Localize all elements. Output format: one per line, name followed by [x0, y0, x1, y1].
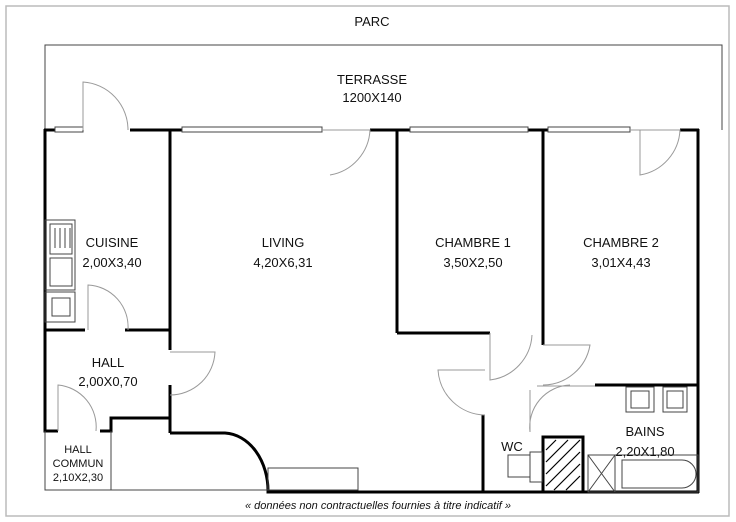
- interior-walls: [43, 129, 700, 494]
- label-cuisine-size: 2,00X3,40: [82, 255, 141, 270]
- disclaimer: « données non contractuelles fournies à …: [245, 500, 511, 512]
- terrace-outline: [44, 44, 723, 130]
- label-chambre-1: CHAMBRE 1: [435, 235, 511, 250]
- label-chambre-2: CHAMBRE 2: [583, 235, 659, 250]
- label-bains-size: 2,20X1,80: [615, 444, 674, 459]
- interior-doors: [57, 284, 595, 433]
- label-chambre-2-size: 3,01X4,43: [591, 255, 650, 270]
- label-terrace-size: 1200X140: [342, 90, 401, 105]
- label-bains: BAINS: [625, 424, 664, 439]
- label-living: LIVING: [262, 235, 305, 250]
- label-cuisine: CUISINE: [86, 235, 139, 250]
- label-living-size: 4,20X6,31: [253, 255, 312, 270]
- kitchen-fixtures: [44, 219, 76, 323]
- page-frame: [5, 5, 730, 517]
- label-terrace: TERRASSE: [337, 72, 407, 87]
- label-chambre-1-size: 3,50X2,50: [443, 255, 502, 270]
- label-wc: WC: [501, 439, 523, 454]
- label-parc: PARC: [354, 14, 389, 29]
- label-hall-commun-2: COMMUN: [53, 458, 104, 470]
- label-hall-commun-1: HALL: [64, 444, 92, 456]
- terrace-doors: [82, 81, 681, 176]
- label-hall: HALL: [92, 355, 125, 370]
- label-hall-size: 2,00X0,70: [78, 374, 137, 389]
- hall-commun-outline: [44, 431, 359, 491]
- label-hall-commun-size: 2,10X2,30: [53, 472, 103, 484]
- bathroom-fixtures: [507, 386, 699, 494]
